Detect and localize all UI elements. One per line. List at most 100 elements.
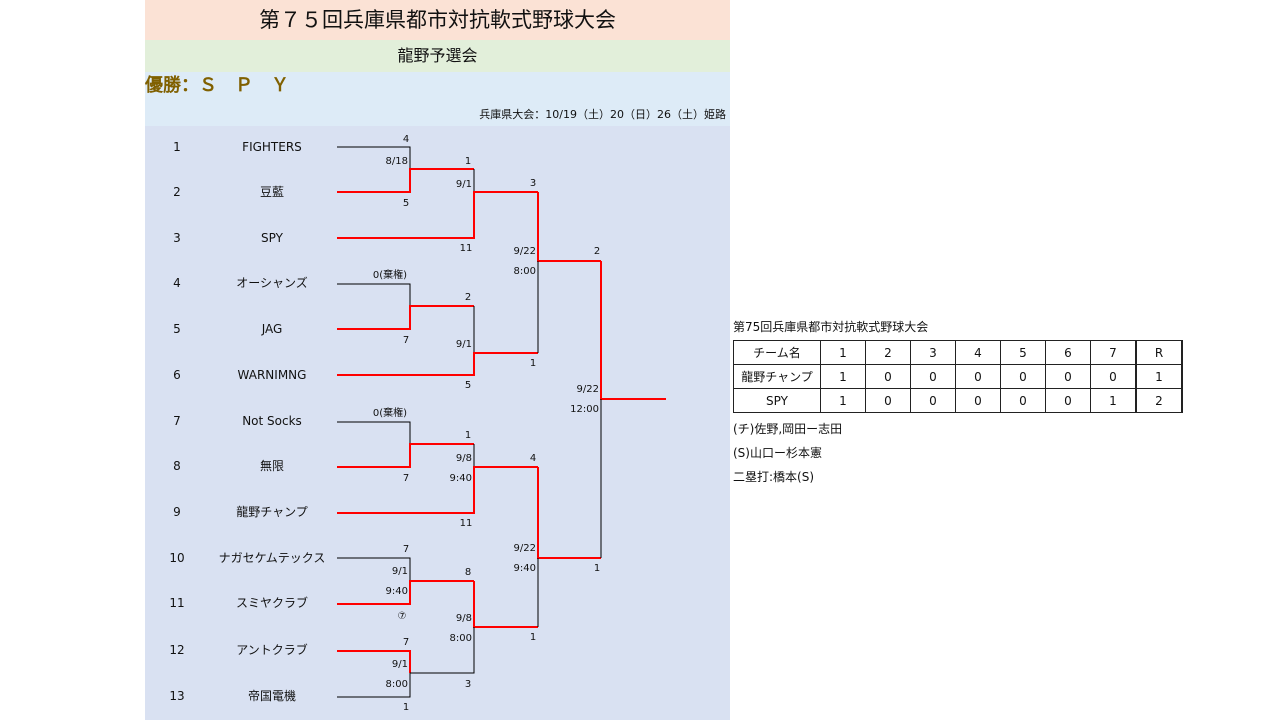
score-label: 11 [460, 518, 473, 529]
team-row: 8 無限 [145, 457, 345, 475]
team-number: 11 [169, 596, 185, 610]
inning-cell: 1 [820, 364, 866, 389]
game-notes: (チ)佐野,岡田ー志田 (S)山口ー杉本憲 二塁打:橋本(S) [733, 417, 1183, 489]
score-label: 1 [403, 702, 409, 713]
bracket-line [337, 421, 411, 444]
score-label: 7 [403, 637, 409, 648]
header-cell: 3 [910, 340, 956, 365]
bracket-lines: 4 8/18 5 0(棄権) 7 0(棄権) 7 7 9/1 9:40 ⑦ 7 … [337, 134, 666, 713]
tournament-subtitle: 龍野予選会 [397, 46, 478, 65]
bracket-winner-line [337, 443, 474, 468]
team-name: WARNIMNG [237, 368, 307, 382]
team-number: 8 [173, 459, 181, 473]
team-cell: 龍野チャンプ [733, 364, 821, 389]
date-label: 9/22 [577, 384, 599, 395]
date-label: 9/1 [392, 566, 408, 577]
tournament-title: 第７５回兵庫県都市対抗軟式野球大会 [259, 8, 616, 32]
header-cell: 1 [820, 340, 866, 365]
header-cell: チーム名 [733, 340, 821, 365]
date-label: 9/8 [456, 453, 472, 464]
score-label: 1 [465, 430, 471, 441]
time-label: 9:40 [386, 586, 408, 597]
score-label: 7 [403, 544, 409, 555]
team-name: Not Socks [242, 414, 302, 428]
score-label: 4 [530, 453, 536, 464]
inning-cell: 0 [910, 388, 956, 413]
score-table: チーム名 1 2 3 4 5 6 7 R 龍野チャンプ 1 0 0 0 0 0 … [733, 340, 1183, 413]
score-label: ⑦ [398, 611, 407, 622]
runs-cell: 2 [1135, 388, 1183, 413]
inning-cell: 1 [1090, 388, 1137, 413]
inning-cell: 0 [910, 364, 956, 389]
team-number: 5 [173, 322, 181, 336]
score-label: 3 [465, 679, 471, 690]
bracket-winner-line [337, 466, 538, 514]
date-label: 9/1 [392, 659, 408, 670]
time-label: 12:00 [570, 404, 599, 415]
bracket-winner-line [600, 261, 666, 400]
team-number: 13 [169, 689, 185, 703]
team-name: FIGHTERS [242, 140, 302, 154]
inning-cell: 0 [865, 388, 911, 413]
team-name: 無限 [259, 459, 284, 473]
header-cell: 5 [1000, 340, 1046, 365]
header-cell: 6 [1045, 340, 1091, 365]
team-name: 帝国電機 [247, 689, 296, 703]
result-title: 第75回兵庫県都市対抗軟式野球大会 [733, 320, 929, 334]
team-row: 3 SPY [145, 229, 345, 247]
team-name: ナガセケムテックス [218, 551, 326, 565]
tournament-panel: 第７５回兵庫県都市対抗軟式野球大会 龍野予選会 優勝：Ｓ Ｐ Ｙ 兵庫県大会：1… [145, 0, 730, 720]
bracket-winner-line [473, 581, 538, 628]
team-name: SPY [261, 231, 283, 245]
bracket-winner-line [337, 650, 411, 673]
team-row: 13 帝国電機 [145, 687, 345, 705]
date-label: 9/22 [514, 246, 536, 257]
score-label: 1 [594, 563, 600, 574]
bracket-line [337, 557, 411, 581]
note-line: 二塁打:橋本(S) [733, 470, 815, 484]
bracket-winner-line [337, 580, 474, 605]
inning-cell: 0 [955, 388, 1001, 413]
inning-cell: 0 [1000, 364, 1046, 389]
bracket-winner-line [337, 191, 538, 239]
score-label: 0(棄権) [373, 406, 407, 419]
time-label: 9:40 [514, 563, 536, 574]
score-label: 2 [594, 246, 600, 257]
date-label: 8/18 [386, 156, 408, 167]
score-label: 11 [460, 243, 473, 254]
team-number: 4 [173, 276, 181, 290]
inning-cell: 1 [820, 388, 866, 413]
header-cell: R [1135, 340, 1183, 365]
score-label: 4 [403, 134, 409, 145]
bracket-winner-line [537, 192, 601, 262]
bracket-winner-line [337, 168, 474, 193]
date-label: 9/22 [514, 543, 536, 554]
score-label: 2 [465, 292, 471, 303]
score-label: 8 [465, 567, 471, 578]
score-label: 0(棄権) [373, 268, 407, 281]
bracket-winner-line [337, 352, 538, 376]
score-label: 1 [465, 156, 471, 167]
bracket-winner-line [337, 305, 474, 330]
team-number: 3 [173, 231, 181, 245]
bracket-winner-line [537, 467, 601, 559]
winner-label: 優勝：Ｓ Ｐ Ｙ [145, 75, 289, 96]
header-cell: 7 [1090, 340, 1137, 365]
date-label: 9/1 [456, 339, 472, 350]
score-header-row: チーム名 1 2 3 4 5 6 7 R [733, 340, 1183, 365]
header-cell: 2 [865, 340, 911, 365]
bracket-line [337, 283, 411, 306]
inning-cell: 0 [1090, 364, 1137, 389]
score-label: 7 [403, 473, 409, 484]
runs-cell: 1 [1135, 364, 1183, 389]
inning-cell: 0 [1000, 388, 1046, 413]
score-row: 龍野チャンプ 1 0 0 0 0 0 0 1 [733, 364, 1183, 389]
date-label: 9/1 [456, 179, 472, 190]
